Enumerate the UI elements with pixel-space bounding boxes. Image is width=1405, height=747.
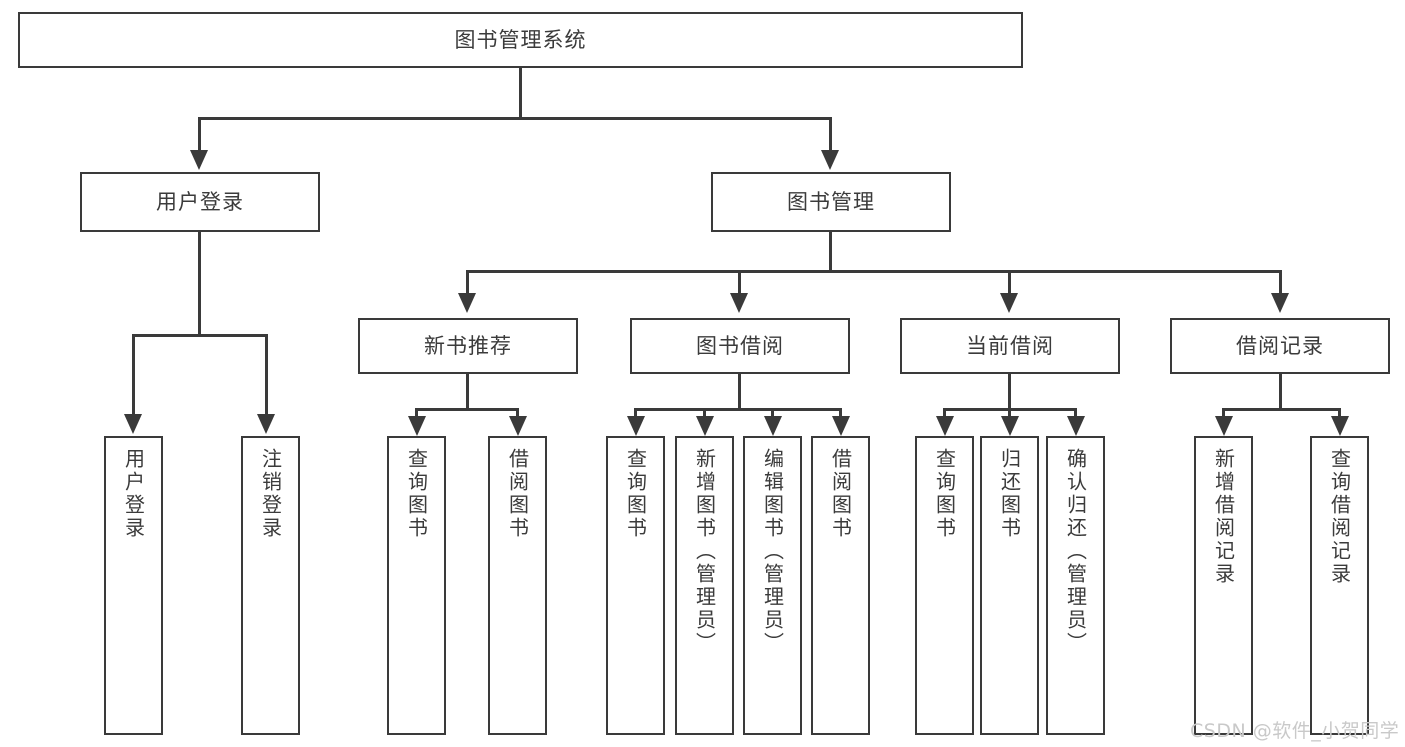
node-label: 用户登录 <box>156 189 244 214</box>
connector-root-to-book-management <box>829 117 832 153</box>
arrowhead-nbr-leaf-1 <box>408 416 426 436</box>
node-label: 确认归还（管理员） <box>1063 448 1088 655</box>
leaf-nbr-borrow-book[interactable]: 借阅图书 <box>488 436 547 735</box>
connector-cb-stem <box>1008 374 1011 410</box>
connector-bm-drop-2 <box>738 270 741 295</box>
node-label: 当前借阅 <box>966 333 1054 358</box>
leaf-cb-return-book[interactable]: 归还图书 <box>980 436 1039 735</box>
connector-br-bus <box>1222 408 1341 411</box>
node-book-borrow[interactable]: 图书借阅 <box>630 318 850 374</box>
connector-br-drop-1 <box>1222 408 1225 420</box>
arrowhead-br-leaf-2 <box>1331 416 1349 436</box>
node-label: 查询借阅记录 <box>1327 448 1352 586</box>
arrowhead-bb-leaf-1 <box>627 416 645 436</box>
arrowhead-book-borrow <box>730 293 748 313</box>
connector-bb-bus <box>634 408 842 411</box>
connector-nbr-drop-2 <box>516 408 519 420</box>
arrowhead-cb-leaf-3 <box>1067 416 1085 436</box>
arrowhead-bb-leaf-4 <box>832 416 850 436</box>
leaf-bb-add-book-admin[interactable]: 新增图书（管理员） <box>675 436 734 735</box>
connector-nbr-drop-1 <box>415 408 418 420</box>
connector-nbr-bus <box>415 408 519 411</box>
connector-bb-stem <box>738 374 741 410</box>
connector-book-management-bus <box>466 270 1282 273</box>
watermark-text: CSDN @软件_小贺同学 <box>1190 720 1400 742</box>
arrowhead-bb-leaf-2 <box>696 416 714 436</box>
arrowhead-borrow-record <box>1271 293 1289 313</box>
arrowhead-user-login <box>190 150 208 170</box>
connector-user-login-bus <box>132 334 268 337</box>
connector-bm-drop-1 <box>466 270 469 295</box>
leaf-bb-query-book[interactable]: 查询图书 <box>606 436 665 735</box>
leaf-logout[interactable]: 注销登录 <box>241 436 300 735</box>
node-label: 用户登录 <box>121 448 146 540</box>
node-label: 新增借阅记录 <box>1211 448 1236 586</box>
node-label: 图书管理 <box>787 189 875 214</box>
node-user-login[interactable]: 用户登录 <box>80 172 320 232</box>
leaf-cb-confirm-return-admin[interactable]: 确认归还（管理员） <box>1046 436 1105 735</box>
node-label: 查询图书 <box>404 448 429 540</box>
node-label: 新书推荐 <box>424 333 512 358</box>
leaf-br-query-record[interactable]: 查询借阅记录 <box>1310 436 1369 735</box>
connector-bb-drop-2 <box>703 408 706 420</box>
node-label: 借阅图书 <box>505 448 530 540</box>
arrowhead-br-leaf-1 <box>1215 416 1233 436</box>
node-label: 编辑图书（管理员） <box>760 448 785 655</box>
leaf-bb-edit-book-admin[interactable]: 编辑图书（管理员） <box>743 436 802 735</box>
connector-user-login-drop-2 <box>265 334 268 416</box>
connector-bm-drop-3 <box>1008 270 1011 295</box>
arrowhead-bb-leaf-3 <box>764 416 782 436</box>
arrowhead-cb-leaf-1 <box>936 416 954 436</box>
arrowhead-current-borrow <box>1000 293 1018 313</box>
node-label: 借阅记录 <box>1236 333 1324 358</box>
node-label: 归还图书 <box>997 448 1022 540</box>
node-borrow-record[interactable]: 借阅记录 <box>1170 318 1390 374</box>
connector-cb-drop-2 <box>1008 408 1011 420</box>
connector-root-stem <box>519 68 522 118</box>
arrowhead-leaf-user-login <box>124 414 142 434</box>
connector-user-login-stem <box>198 232 201 335</box>
node-label: 新增图书（管理员） <box>692 448 717 655</box>
connector-user-login-drop-1 <box>132 334 135 416</box>
node-current-borrow[interactable]: 当前借阅 <box>900 318 1120 374</box>
node-new-book-recommend[interactable]: 新书推荐 <box>358 318 578 374</box>
connector-root-bus <box>198 117 832 120</box>
node-root-book-management-system[interactable]: 图书管理系统 <box>18 12 1023 68</box>
connector-bb-drop-4 <box>839 408 842 420</box>
arrowhead-nbr-leaf-2 <box>509 416 527 436</box>
connector-nbr-stem <box>466 374 469 410</box>
connector-cb-drop-3 <box>1074 408 1077 420</box>
connector-bb-drop-3 <box>771 408 774 420</box>
connector-root-to-user-login <box>198 117 201 153</box>
leaf-nbr-query-book[interactable]: 查询图书 <box>387 436 446 735</box>
leaf-br-add-record[interactable]: 新增借阅记录 <box>1194 436 1253 735</box>
leaf-cb-query-book[interactable]: 查询图书 <box>915 436 974 735</box>
leaf-bb-borrow-book[interactable]: 借阅图书 <box>811 436 870 735</box>
arrowhead-new-book-recommend <box>458 293 476 313</box>
csdn-watermark: CSDN @软件_小贺同学 <box>1190 716 1399 743</box>
connector-book-management-stem <box>829 232 832 272</box>
node-label: 图书管理系统 <box>454 27 587 52</box>
node-label: 查询图书 <box>623 448 648 540</box>
connector-bm-drop-4 <box>1279 270 1282 295</box>
node-label: 注销登录 <box>258 448 283 540</box>
node-label: 借阅图书 <box>828 448 853 540</box>
node-label: 查询图书 <box>932 448 957 540</box>
arrowhead-cb-leaf-2 <box>1001 416 1019 436</box>
node-label: 图书借阅 <box>696 333 784 358</box>
connector-cb-drop-1 <box>943 408 946 420</box>
leaf-user-login[interactable]: 用户登录 <box>104 436 163 735</box>
node-book-management[interactable]: 图书管理 <box>711 172 951 232</box>
connector-br-stem <box>1279 374 1282 410</box>
arrowhead-book-management <box>821 150 839 170</box>
arrowhead-leaf-logout <box>257 414 275 434</box>
connector-bb-drop-1 <box>634 408 637 420</box>
connector-br-drop-2 <box>1338 408 1341 420</box>
